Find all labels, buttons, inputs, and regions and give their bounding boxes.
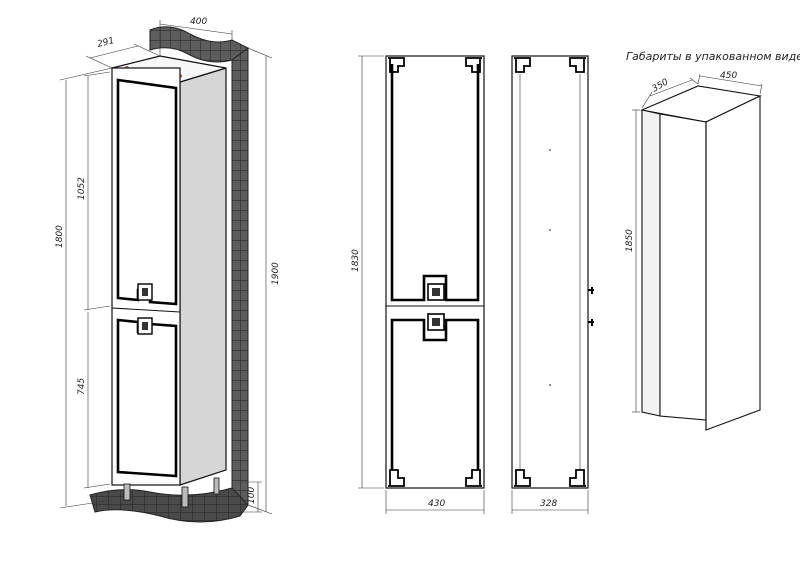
front-upper-door (390, 64, 480, 302)
corner-bracket (388, 469, 405, 487)
dim-iso-upper: 1052 (77, 71, 111, 311)
front-outline (385, 55, 485, 489)
leg (123, 483, 131, 501)
dim-label: 328 (540, 499, 557, 509)
dim-label: 1850 (625, 229, 635, 252)
dim-front-height: 1830 (351, 55, 384, 489)
cabinet-front (111, 67, 181, 486)
tiled-floor (89, 487, 249, 523)
corner-bracket (569, 469, 586, 487)
upper-handle-core (142, 288, 148, 296)
dim-label: 1830 (351, 249, 361, 272)
side-handle (588, 287, 594, 294)
wall-side (231, 47, 249, 516)
front-lower-door (390, 318, 480, 476)
dim-label: 745 (77, 378, 87, 395)
package-view: Габариты в упакованном виде 350 450 1850 (625, 50, 800, 431)
package-left-face (641, 109, 661, 417)
dim-side-depth: 328 (511, 490, 589, 514)
side-outline (511, 55, 589, 489)
cabinet-side-panel (179, 67, 227, 486)
dim-iso-height: 1800 (55, 67, 113, 509)
hinge-mark (549, 229, 551, 231)
package-caption: Габариты в упакованном виде (626, 50, 800, 63)
dim-iso-lower: 745 (77, 312, 111, 489)
dim-label: 1900 (271, 262, 281, 285)
side-view: 328 (511, 55, 594, 514)
corner-bracket (569, 57, 586, 73)
lower-handle-core (142, 322, 148, 330)
dim-label: 100 (247, 487, 257, 504)
hinge-mark (549, 149, 551, 151)
leg (181, 486, 189, 508)
corner-bracket (465, 469, 482, 487)
corner-bracket (514, 469, 531, 487)
side-handle (588, 319, 594, 326)
leg (213, 477, 220, 495)
dim-iso-wall-height: 1900 (247, 47, 281, 515)
dim-iso-width: 400 (159, 17, 233, 56)
dim-pack-height: 1850 (625, 109, 640, 413)
dim-label: 400 (190, 17, 207, 27)
dim-label: 450 (720, 71, 737, 81)
dim-iso-depth: 291 (85, 36, 161, 69)
door-split (111, 307, 181, 313)
front-view: 1830 430 (351, 55, 485, 514)
isometric-view: 400 291 1800 1052 745 (55, 17, 281, 523)
package-front-face (659, 113, 707, 421)
front-upper-handle-core (432, 288, 440, 296)
front-lower-handle-core (432, 318, 440, 326)
package-right-face (705, 95, 761, 431)
hinge-mark (549, 384, 551, 386)
dim-label: 430 (428, 499, 445, 509)
dim-pack-width: 450 (697, 71, 763, 95)
dim-label: 1800 (55, 225, 65, 248)
dim-iso-legs: 100 (240, 481, 262, 513)
dim-front-width: 430 (385, 490, 485, 514)
corner-bracket (514, 57, 531, 73)
dim-label: 291 (96, 36, 115, 50)
dim-label: 1052 (77, 177, 87, 200)
